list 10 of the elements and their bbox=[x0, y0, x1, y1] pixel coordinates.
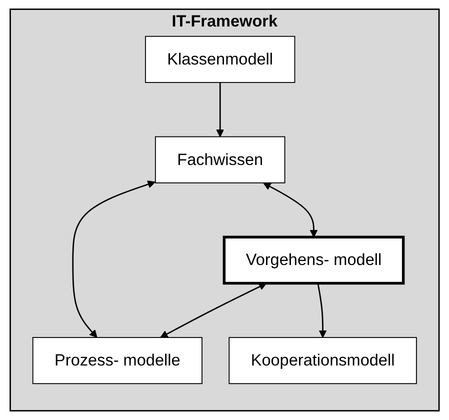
arrow bbox=[160, 282, 266, 338]
arrow bbox=[317, 283, 327, 338]
node-box: Fachwissen bbox=[154, 136, 286, 184]
node-box: Prozess- modelle bbox=[32, 337, 202, 384]
arrow bbox=[216, 82, 224, 138]
node-box: Kooperationsmodell bbox=[228, 337, 417, 384]
arrow bbox=[262, 182, 318, 238]
arrow bbox=[72, 180, 156, 338]
node-box: Vorgehens- modell bbox=[222, 236, 405, 285]
node-box: Klassenmodell bbox=[144, 36, 296, 83]
